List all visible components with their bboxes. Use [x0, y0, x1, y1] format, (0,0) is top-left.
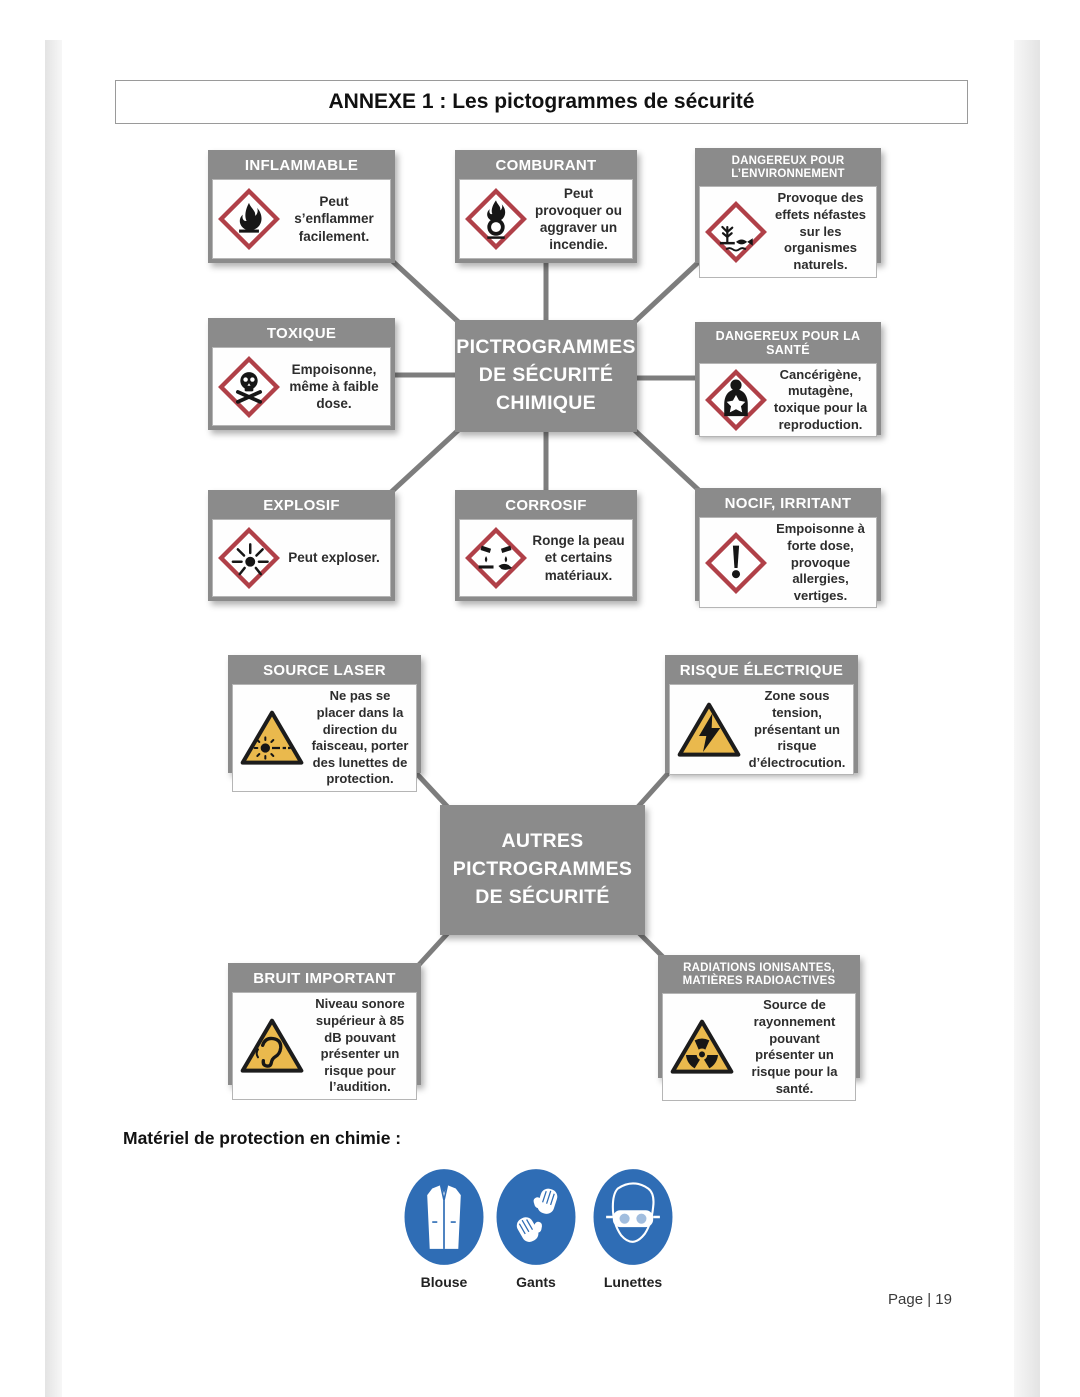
noise-warning-icon	[240, 1018, 304, 1073]
hazard-box-electrique: RISQUE ÉLECTRIQUE Zone sous tension, pré…	[665, 655, 858, 776]
hazard-box-corrosif: CORROSIF Ronge la peau et certains matér…	[455, 490, 637, 601]
center-box-autres: AUTRES PICTROGRAMMES DE SÉCURITÉ	[440, 805, 645, 935]
hazard-text: Peut provoquer ou aggraver un incendie.	[535, 185, 622, 253]
ppe-item-gants: Gants	[489, 1166, 583, 1290]
exclamation-icon	[705, 532, 767, 594]
hazard-text: Peut exploser.	[288, 550, 380, 566]
ppe-item-lunettes: Lunettes	[586, 1166, 680, 1290]
hazard-title: INFLAMMABLE	[244, 157, 359, 174]
laser-warning-icon	[240, 710, 304, 765]
hazard-text: Ronge la peau et certains matériaux.	[532, 533, 625, 583]
hazard-title: BRUIT IMPORTANT	[253, 970, 396, 987]
health-hazard-icon	[705, 369, 767, 431]
hazard-title: NOCIF, IRRITANT	[724, 495, 852, 512]
exploding-bomb-icon	[218, 527, 280, 589]
hazard-text: Peut s’enflammer facilement.	[294, 194, 374, 244]
page-edge-left	[45, 40, 62, 1397]
ppe-item-blouse: Blouse	[397, 1166, 491, 1290]
page-edge-right	[1014, 40, 1040, 1397]
ppe-label: Blouse	[420, 1274, 468, 1290]
lab-coat-icon	[404, 1169, 484, 1265]
hazard-box-toxique: TOXIQUE Empoisonne, même à faible dose.	[208, 318, 395, 430]
hazard-box-comburant: COMBURANT Peut provoquer ou aggraver un …	[455, 150, 637, 263]
hazard-title: CORROSIF	[505, 497, 587, 514]
page-number: Page | 19	[888, 1291, 952, 1308]
hazard-title: DANGEREUX POUR LA SANTÉ	[715, 329, 861, 358]
hazard-box-inflammable: INFLAMMABLE Peut s’enflammer facilement.	[208, 150, 395, 263]
hazard-text: Empoisonne à forte dose, provoque allerg…	[776, 521, 865, 603]
ppe-label: Gants	[516, 1274, 556, 1290]
radioactive-icon	[670, 1019, 734, 1074]
hazard-text: Empoisonne, même à faible dose.	[289, 361, 379, 412]
gloves-icon	[496, 1169, 576, 1265]
hazard-text: Source de rayonnement pouvant présenter …	[751, 997, 838, 1096]
hazard-text: Zone sous tension, présentant un risque …	[748, 688, 846, 770]
hazard-title: TOXIQUE	[266, 325, 337, 342]
flame-over-circle-icon	[465, 188, 527, 250]
electric-hazard-icon	[677, 702, 741, 757]
flame-icon	[218, 188, 280, 250]
hazard-title: DANGEREUX POUR L’ENVIRONNEMENT	[731, 155, 845, 181]
hazard-title: RADIATIONS IONISANTES, MATIÈRES RADIOACT…	[682, 962, 836, 988]
center-box-chimique: PICTROGRAMMES DE SÉCURITÉ CHIMIQUE	[455, 320, 637, 432]
page-title: ANNEXE 1 : Les pictogrammes de sécurité	[115, 80, 968, 124]
hazard-text: Cancérigène, mutagène, toxique pour la r…	[773, 366, 868, 432]
hazard-title: SOURCE LASER	[263, 662, 386, 679]
hazard-box-explosif: EXPLOSIF Peut exploser.	[208, 490, 395, 601]
corrosion-icon	[465, 527, 527, 589]
hazard-text: Provoque des effets néfastes sur les org…	[774, 190, 867, 272]
hazard-title: EXPLOSIF	[263, 497, 340, 514]
hazard-box-bruit: BRUIT IMPORTANT Niveau sonore supérieur …	[228, 963, 421, 1100]
skull-crossbones-icon	[218, 356, 280, 418]
hazard-title: COMBURANT	[495, 157, 597, 174]
protection-heading: Matériel de protection en chimie :	[123, 1128, 402, 1148]
ppe-label: Lunettes	[603, 1274, 663, 1290]
hazard-text: Niveau sonore supérieur à 85 dB pouvant …	[315, 996, 405, 1095]
goggles-icon	[593, 1169, 673, 1265]
hazard-text: Ne pas se placer dans la direction du fa…	[311, 688, 409, 787]
hazard-title: RISQUE ÉLECTRIQUE	[679, 662, 844, 679]
hazard-box-sante: DANGEREUX POUR LA SANTÉ Cancérigène, mut…	[695, 322, 881, 438]
hazard-box-laser: SOURCE LASER Ne pas se placer dans la di…	[228, 655, 421, 792]
hazard-box-nocif: NOCIF, IRRITANT Empoisonne à forte dose,…	[695, 488, 881, 609]
hazard-box-radiations: RADIATIONS IONISANTES, MATIÈRES RADIOACT…	[658, 955, 860, 1102]
environment-icon	[705, 201, 767, 263]
hazard-box-environnement: DANGEREUX POUR L’ENVIRONNEMENT Provoque …	[695, 148, 881, 278]
